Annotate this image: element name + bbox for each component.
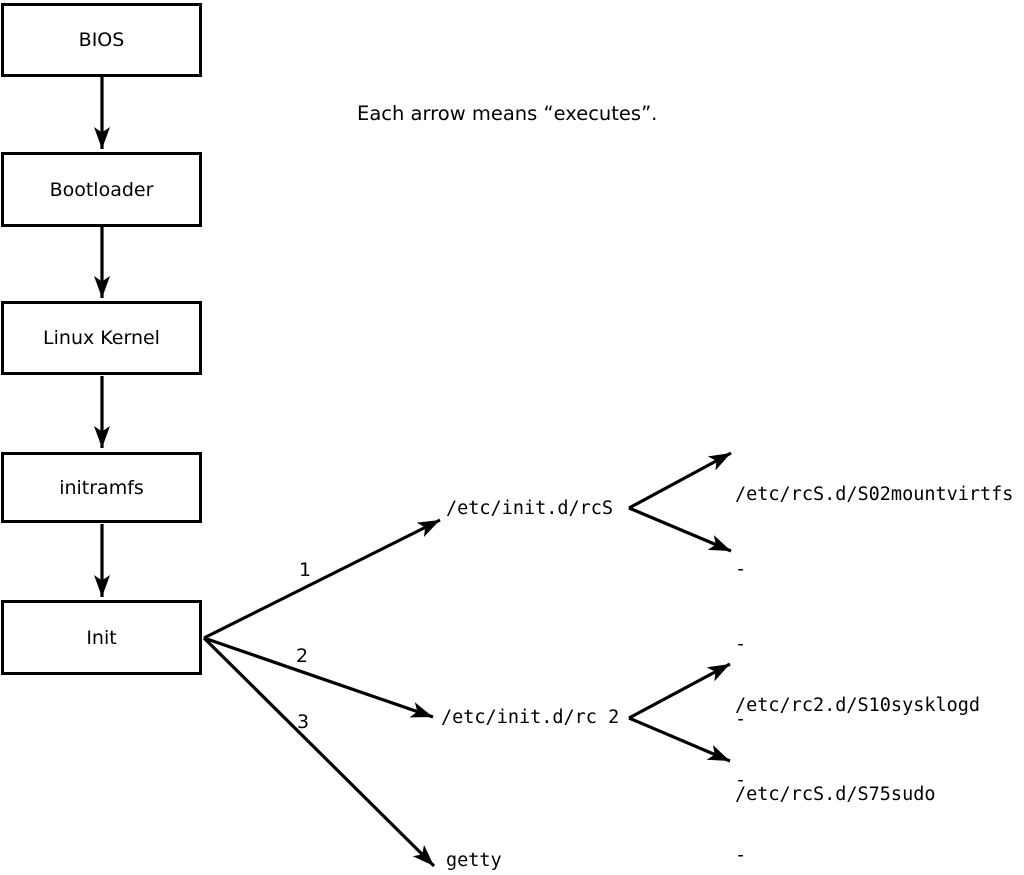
rc2-script-item: -	[735, 770, 747, 791]
rcS-script-list: /etc/rcS.d/S02mountvirtfs - - - /etc/rcS…	[735, 432, 1013, 857]
arrow-label-3: 3	[297, 711, 310, 733]
arrow-init-to-rcS	[203, 518, 441, 640]
rc2-script-item: /etc/rc2.d/S10sysklogd	[735, 695, 981, 716]
box-bootloader-label: Bootloader	[49, 178, 154, 201]
arrow-rcS-to-s75sudo	[628, 506, 732, 553]
box-bios: BIOS	[1, 3, 202, 77]
label-getty: getty	[446, 850, 502, 871]
box-initramfs-label: initramfs	[59, 476, 144, 499]
arrow-label-1: 1	[299, 559, 312, 581]
rcS-script-item: -	[735, 634, 747, 655]
rc2-script-item: -	[735, 845, 747, 866]
box-bios-label: BIOS	[78, 29, 125, 51]
arrow-label-2: 2	[296, 645, 309, 667]
box-linux-kernel: Linux Kernel	[1, 301, 202, 375]
rcS-script-item: -	[735, 709, 747, 730]
arrow-rc2-to-s99gdm	[628, 716, 731, 763]
box-linux-kernel-label: Linux Kernel	[43, 327, 160, 349]
rcS-script-item: /etc/rcS.d/S02mountvirtfs	[735, 484, 1014, 505]
arrow-rcS-to-s02mountvirtfs	[628, 451, 732, 510]
arrow-init-to-getty	[202, 636, 436, 868]
box-initramfs: initramfs	[1, 452, 202, 523]
box-init-label: Init	[86, 626, 117, 649]
box-bootloader: Bootloader	[1, 152, 202, 227]
arrow-init-to-rc2	[203, 636, 434, 719]
arrow-rc2-to-s10sysklogd	[628, 662, 731, 720]
rc2-script-list: /etc/rc2.d/S10sysklogd - - - /etc/rc2.d/…	[735, 643, 980, 875]
label-etc-initd-rcS: /etc/init.d/rcS	[446, 498, 614, 519]
label-etc-initd-rc2: /etc/init.d/rc 2	[441, 707, 620, 728]
box-init: Init	[1, 600, 202, 675]
rcS-script-item: -	[735, 559, 747, 580]
rcS-script-item: /etc/rcS.d/S75sudo	[735, 784, 936, 805]
legend-note: Each arrow means “executes”.	[357, 102, 658, 125]
